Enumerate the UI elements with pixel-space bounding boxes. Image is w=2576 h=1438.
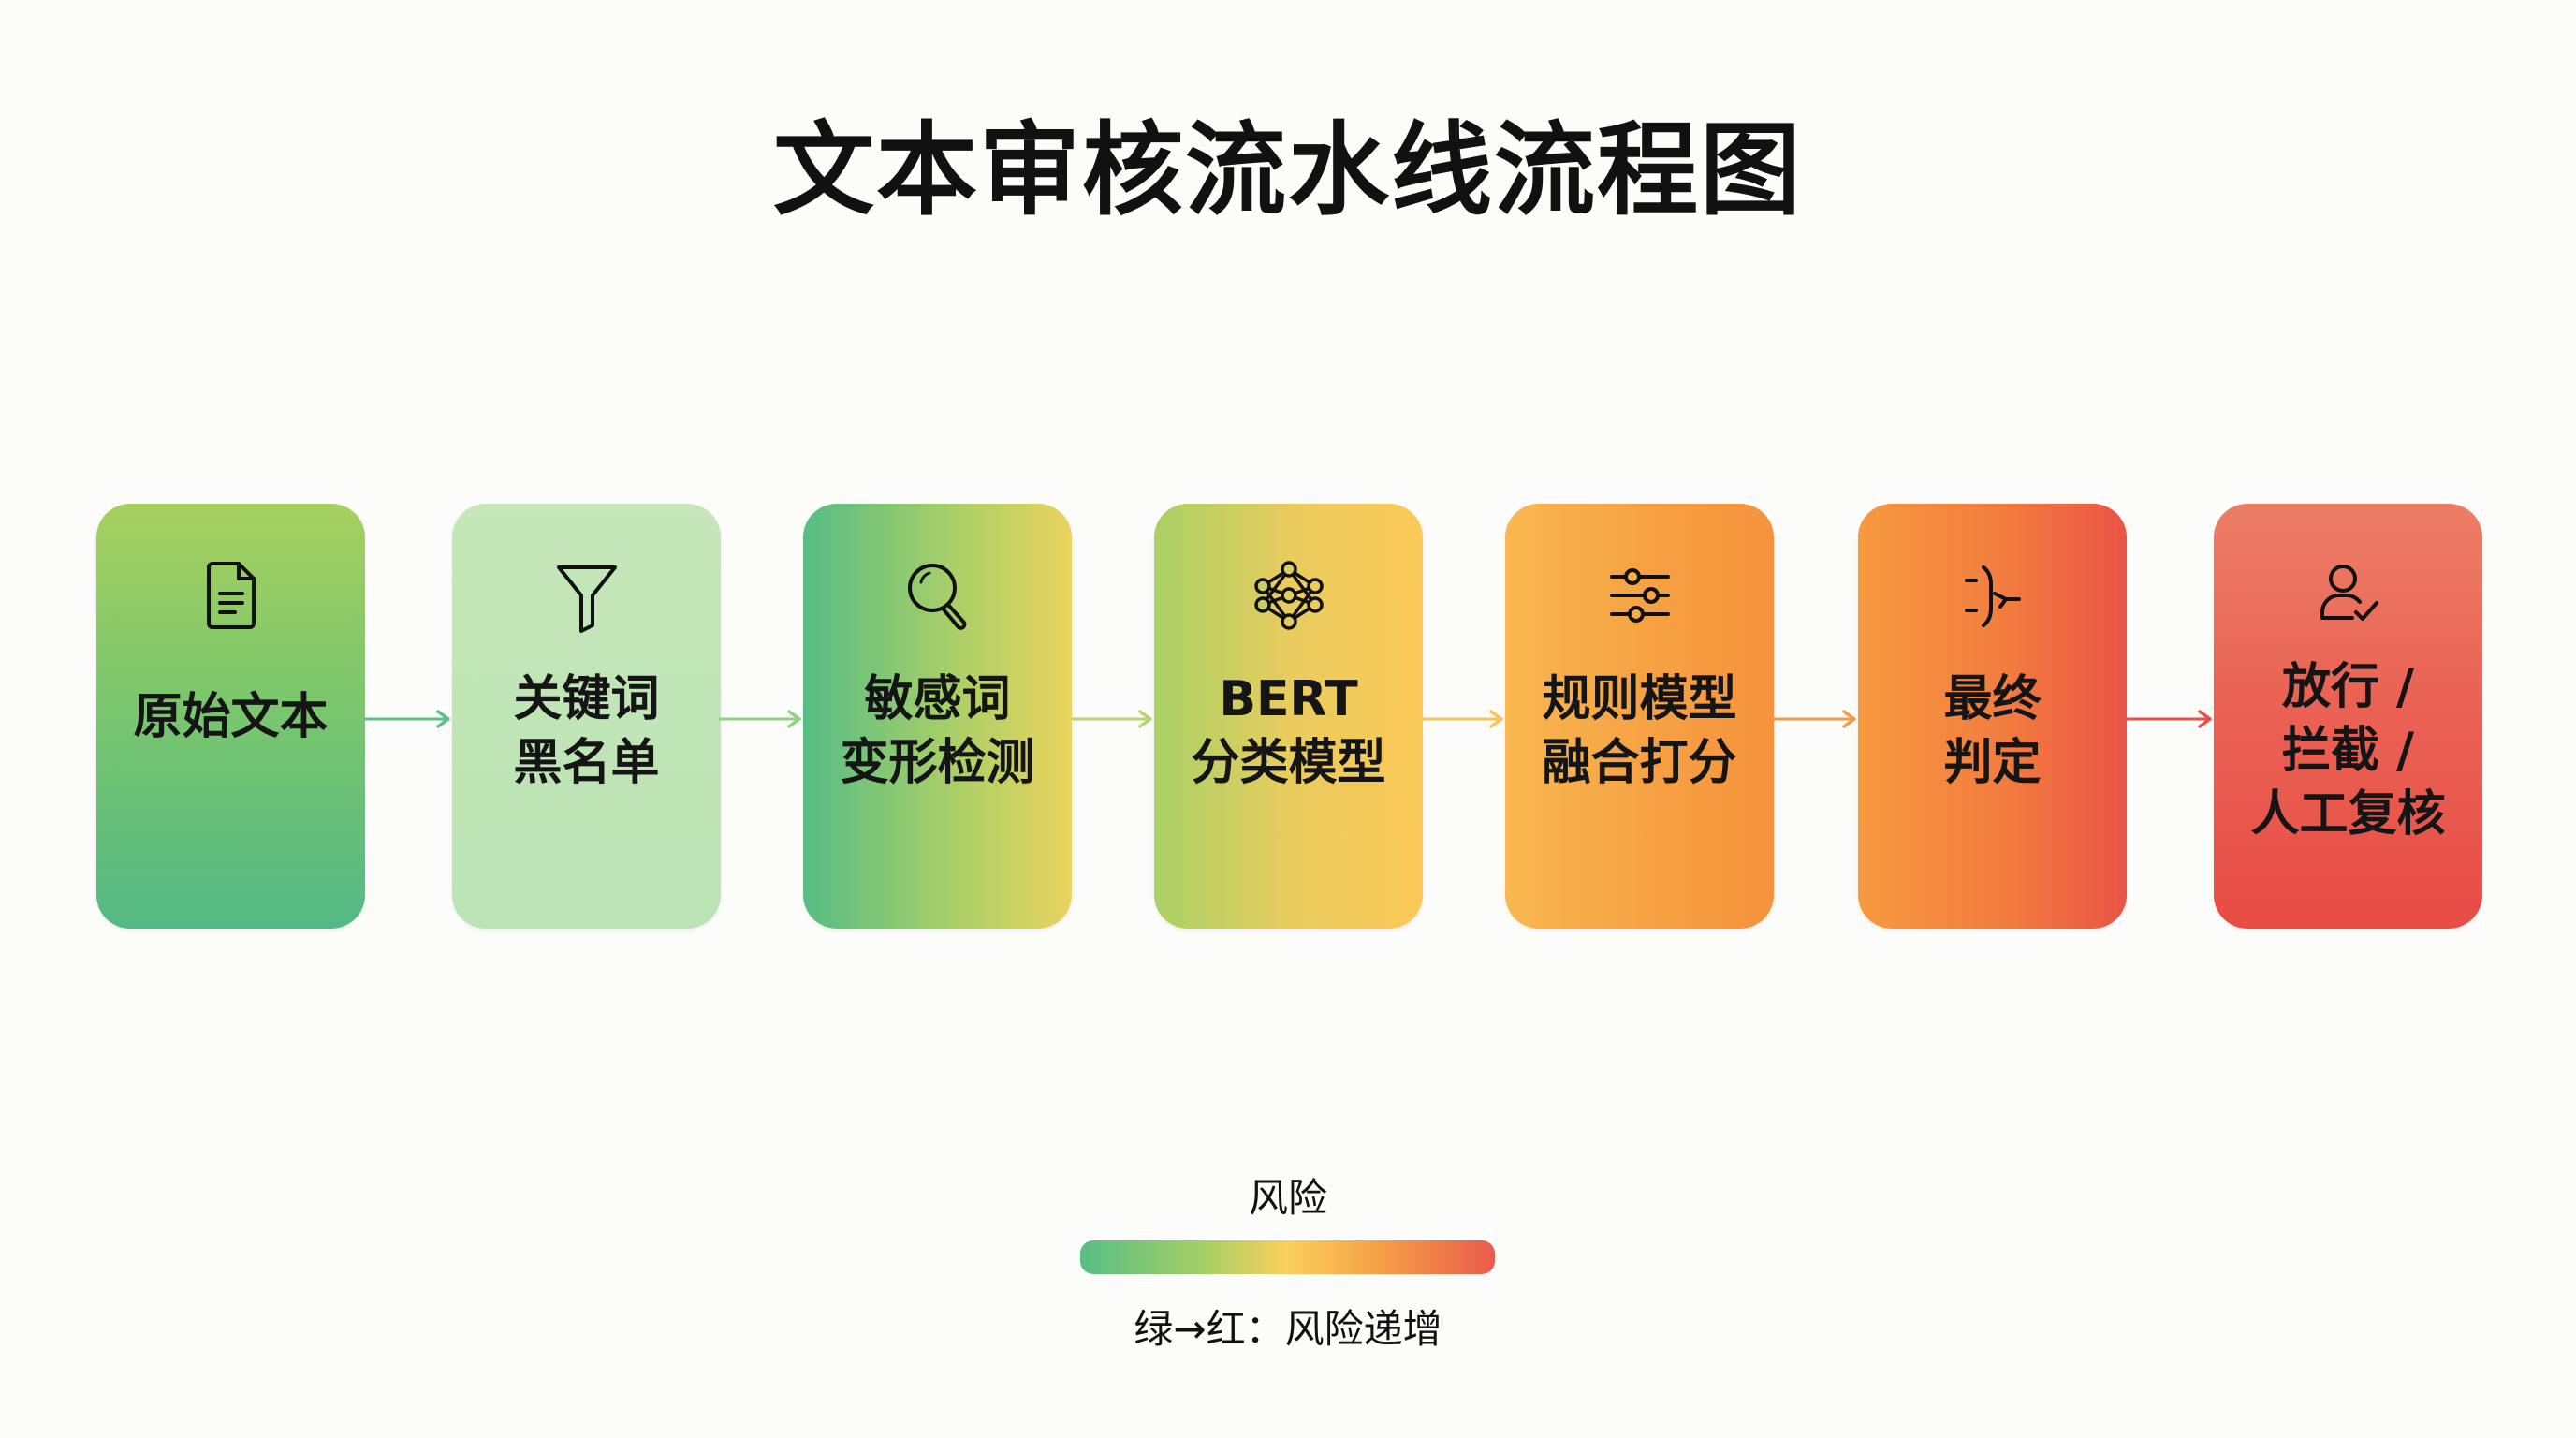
stage-label: 放行 / 拦截 / 人工复核 [2214,655,2482,846]
stage-label-line: 拦截 / [2281,723,2415,779]
stage-label-line: 判定 [1943,735,2042,791]
legend-caption: 绿→红：风险递增 [1134,1306,1442,1352]
stage-label: 规则模型 融合打分 [1505,668,1774,795]
magnifier-search-icon [899,556,977,635]
stage-label: BERT 分类模型 [1154,668,1423,795]
stage-label-line: 放行 / [2281,659,2415,715]
user-check-icon [2309,556,2388,635]
stage-label-line: 人工复核 [2250,786,2446,843]
stage-label-line: 敏感词 [864,671,1011,727]
stage-pass-block-manual-review: 放行 / 拦截 / 人工复核 [2214,504,2482,929]
stage-label-line: 融合打分 [1542,735,1737,791]
filter-funnel-icon [548,556,626,635]
stage-label: 敏感词 变形检测 [803,668,1072,795]
risk-gradient-bar [1080,1240,1495,1274]
stage-label: 关键词 黑名单 [452,668,721,795]
diagram-title: 文本审核流水线流程图 [772,112,1803,229]
document-icon [192,556,271,635]
stage-label: 原始文本 [96,685,365,749]
stage-sensitive-word-variant-detection: 敏感词 变形检测 [803,504,1072,929]
stage-keyword-blacklist: 关键词 黑名单 [452,504,721,929]
legend-title: 风险 [1248,1175,1327,1221]
stage-label-line: 规则模型 [1542,671,1737,727]
stage-bert-classifier: BERT 分类模型 [1154,504,1423,929]
stage-label-line: 变形检测 [840,735,1035,791]
stage-label: 最终 判定 [1858,668,2127,795]
stage-raw-text: 原始文本 [96,504,365,929]
stage-label-line: 关键词 [513,671,660,727]
stage-rule-model-fusion-scoring: 规则模型 融合打分 [1505,504,1774,929]
stage-label-line: 原始文本 [133,689,329,745]
stage-label-line: BERT [1219,671,1358,727]
flow-arrow [719,710,803,728]
flow-arrow [365,710,452,728]
stage-final-decision: 最终 判定 [1858,504,2127,929]
flow-arrow [1772,710,1858,728]
neural-network-icon [1250,556,1328,635]
stage-label-line: 分类模型 [1191,735,1386,791]
flow-arrow [1422,710,1505,728]
stage-label-line: 黑名单 [513,735,660,791]
sliders-icon [1601,556,1679,635]
flow-arrow [1072,710,1154,728]
stage-label-line: 最终 [1943,671,2042,727]
flow-arrow [2125,710,2214,728]
merge-decision-icon [1954,556,2032,635]
